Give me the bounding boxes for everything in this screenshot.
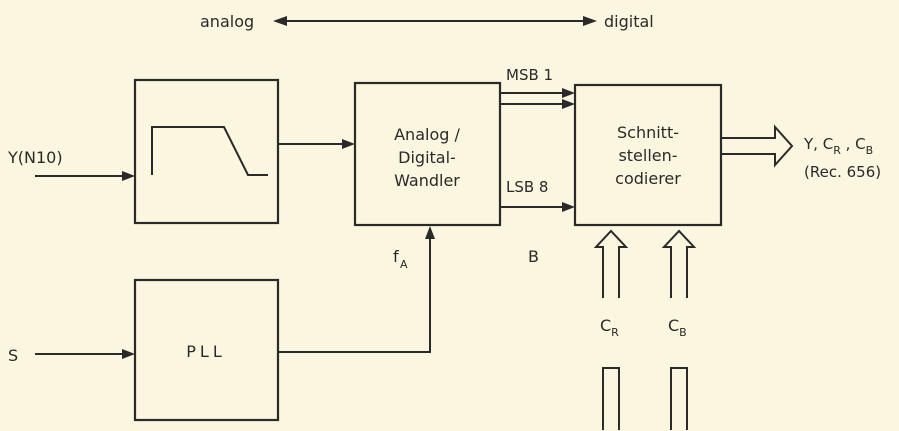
adc-label-line2: Digital- xyxy=(398,148,456,167)
output-arrow-icon xyxy=(721,124,794,168)
msb-bus-arrow xyxy=(500,88,575,98)
clock-label: f xyxy=(393,247,399,266)
coder-label-line3: codierer xyxy=(615,169,681,188)
bus-width-label: B xyxy=(528,247,539,266)
bus-line-2-arrow xyxy=(500,99,575,109)
adc-label-line1: Analog / xyxy=(394,125,460,144)
cr-label: CR xyxy=(600,316,619,339)
analog-digital-arrow xyxy=(273,16,597,26)
lowpass-filter-icon xyxy=(151,126,268,176)
s-input-label: S xyxy=(8,346,18,365)
y-input-label: Y(N10) xyxy=(7,148,63,167)
cb-input-stub xyxy=(670,367,688,430)
y-input-arrow xyxy=(35,171,135,181)
adc-label-line3: Wandler xyxy=(394,171,460,190)
adc-block xyxy=(353,81,502,227)
clock-arrow xyxy=(278,226,435,353)
cb-label: CB xyxy=(668,316,687,339)
analog-label: analog xyxy=(200,12,254,31)
msb-label: MSB 1 xyxy=(506,66,553,84)
s-input-arrow xyxy=(35,349,135,359)
interface-coder-block xyxy=(573,83,723,227)
output-rec-label: (Rec. 656) xyxy=(804,163,881,181)
cr-arrow-icon xyxy=(593,229,629,298)
output-y-label: Y, CR , CB xyxy=(803,135,873,157)
lowpass-filter-block xyxy=(133,78,280,225)
coder-label-line2: stellen- xyxy=(618,146,677,165)
clock-label-sub: A xyxy=(400,258,408,271)
lsb-bus-arrow xyxy=(500,202,575,212)
pll-label: PLL xyxy=(186,342,225,361)
coder-label-line1: Schnitt- xyxy=(617,123,679,142)
lsb-label: LSB 8 xyxy=(506,178,548,196)
digital-label: digital xyxy=(604,12,654,31)
cb-arrow-icon xyxy=(661,229,697,298)
cr-input-stub xyxy=(602,367,620,430)
filter-to-adc-arrow xyxy=(278,139,355,149)
pll-block xyxy=(133,278,280,422)
